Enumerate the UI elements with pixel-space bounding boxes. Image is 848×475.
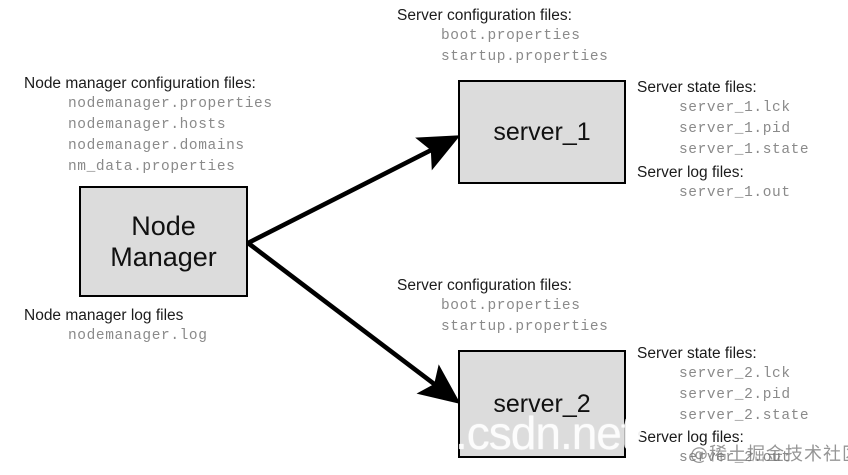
group-heading: Server state files:: [637, 79, 757, 96]
node-manager-label: Node Manager: [110, 211, 217, 272]
file-item: server_2.lck: [679, 366, 791, 382]
server-2-label: server_2: [493, 390, 591, 418]
file-item: nodemanager.properties: [68, 96, 273, 112]
file-item: server_1.lck: [679, 100, 791, 116]
server-1-label: server_1: [493, 118, 591, 146]
node-manager-box[interactable]: Node Manager: [79, 186, 248, 297]
file-list: server_2.lck server_2.pid server_2.state: [637, 364, 809, 427]
group-heading: Server log files:: [637, 164, 744, 181]
file-item: startup.properties: [441, 49, 609, 65]
group-server-1-log: Server log files: server_1.out: [637, 163, 791, 204]
file-list: nodemanager.log: [24, 326, 208, 347]
arrow-node-manager-to-server-1: [246, 135, 461, 246]
file-item: boot.properties: [441, 298, 581, 314]
file-item: nodemanager.domains: [68, 138, 245, 154]
file-item: nodemanager.hosts: [68, 117, 227, 133]
file-item: nodemanager.log: [68, 328, 208, 344]
group-node-manager-log: Node manager log files nodemanager.log: [24, 306, 208, 347]
group-node-manager-config: Node manager configuration files: nodema…: [24, 74, 273, 178]
file-item: server_2.out: [679, 450, 791, 466]
file-list: boot.properties startup.properties: [397, 296, 608, 338]
file-list: nodemanager.properties nodemanager.hosts…: [24, 94, 273, 178]
server-1-box[interactable]: server_1: [458, 80, 626, 184]
group-server-2-state: Server state files: server_2.lck server_…: [637, 344, 809, 427]
file-item: server_2.pid: [679, 387, 791, 403]
group-heading: Node manager configuration files:: [24, 75, 256, 92]
group-heading: Server log files:: [637, 429, 744, 446]
group-heading: Server state files:: [637, 345, 757, 362]
file-item: server_2.state: [679, 408, 810, 424]
group-server-2-log: Server log files: server_2.out: [637, 428, 791, 469]
group-heading: Server configuration files:: [397, 7, 572, 24]
group-heading: Node manager log files: [24, 307, 184, 324]
server-2-box[interactable]: server_2: [458, 350, 626, 458]
file-item: server_1.state: [679, 142, 810, 158]
juejin-watermark: @稀土掘金技术社区: [690, 444, 848, 465]
group-heading: Server configuration files:: [397, 277, 572, 294]
file-item: boot.properties: [441, 28, 581, 44]
csdn-watermark: .csdn.net/: [455, 407, 645, 459]
file-list: server_1.out: [637, 183, 791, 204]
file-list: server_1.lck server_1.pid server_1.state: [637, 98, 809, 161]
file-item: nm_data.properties: [68, 159, 236, 175]
file-list: boot.properties startup.properties: [397, 26, 608, 68]
file-item: server_1.out: [679, 185, 791, 201]
group-server-2-config: Server configuration files: boot.propert…: [397, 276, 608, 338]
file-list: server_2.out: [637, 448, 791, 469]
group-server-1-state: Server state files: server_1.lck server_…: [637, 78, 809, 161]
file-item: server_1.pid: [679, 121, 791, 137]
file-item: startup.properties: [441, 319, 609, 335]
group-server-1-config: Server configuration files: boot.propert…: [397, 6, 608, 68]
